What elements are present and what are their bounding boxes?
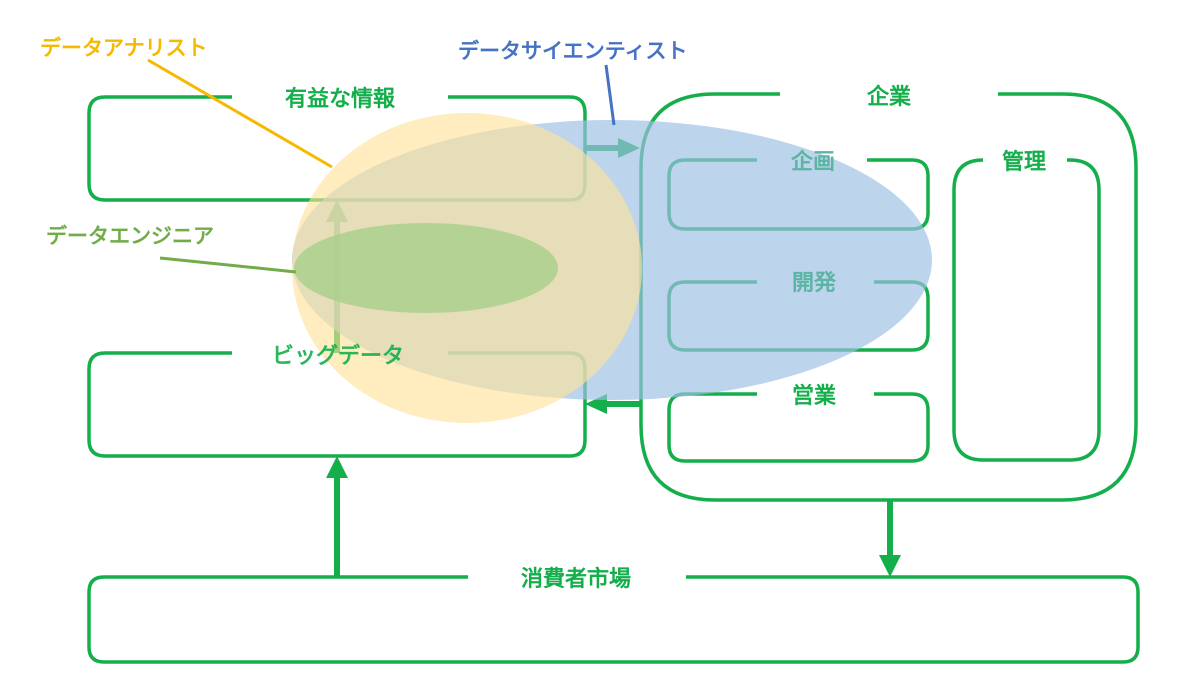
- data-scientist-label: データサイエンティスト: [458, 39, 688, 63]
- analyst-pointer-line: [147, 58, 333, 169]
- development-label: 開発: [792, 271, 837, 296]
- scientist-pointer-line: [604, 64, 616, 126]
- arrow-market-to-bigdata: [326, 456, 348, 577]
- consumer-market-label: 消費者市場: [521, 566, 631, 592]
- planning-label: 企画: [790, 149, 835, 175]
- management-box: [952, 158, 1101, 462]
- sales-box: [667, 392, 930, 463]
- data-engineer-area: [294, 223, 558, 313]
- consumer-market-box: [87, 575, 1140, 664]
- data-analyst-label: データアナリスト: [40, 36, 208, 60]
- sales-label: 営業: [792, 383, 837, 409]
- arrow-company-to-market: [879, 500, 901, 577]
- engineer-pointer-line: [159, 256, 297, 274]
- company-label: 企業: [866, 84, 912, 110]
- useful-info-label: 有益な情報: [285, 86, 396, 112]
- big-data-label: ビッグデータ: [272, 343, 404, 369]
- management-label: 管理: [1002, 149, 1046, 175]
- data-engineer-label: データエンジニア: [46, 224, 214, 248]
